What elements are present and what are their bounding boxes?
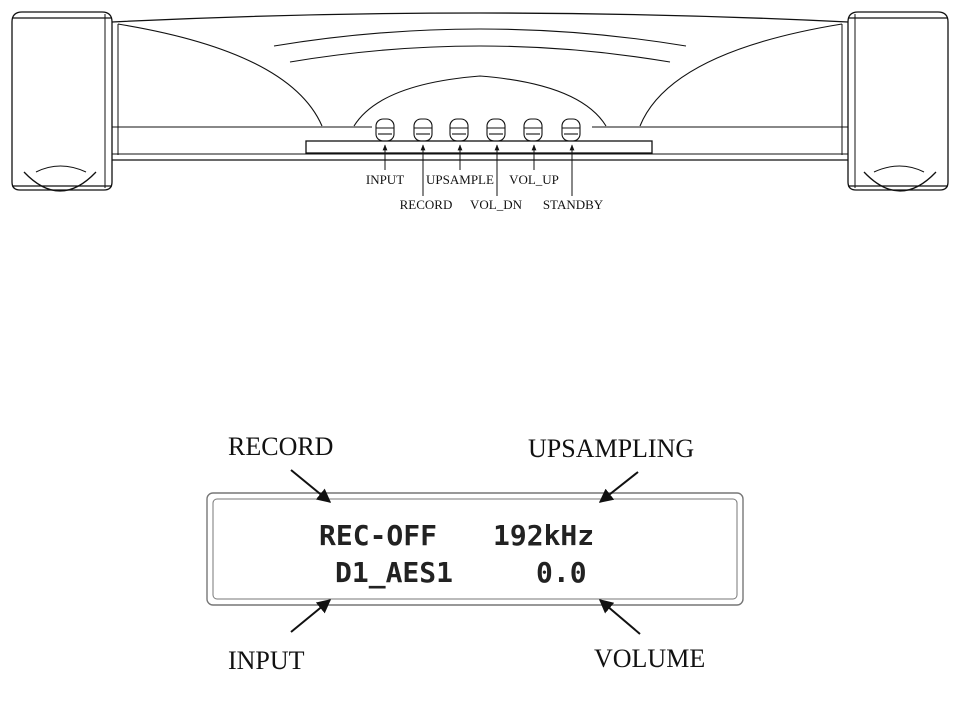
button-strip [305,140,653,154]
vol-dn-button[interactable] [486,118,506,142]
callout-record: RECORD [228,432,333,461]
lcd-volume: 0.0 [536,556,587,589]
front-face-curves [117,23,843,127]
label-input: INPUT [366,172,404,187]
arrow-upsampling [598,471,639,503]
arrow-volume [598,599,641,635]
lcd-panel [206,492,744,606]
callout-volume: VOLUME [594,644,705,673]
label-standby: STANDBY [543,197,604,212]
input-button[interactable] [375,118,395,142]
callout-input: INPUT [228,646,305,675]
label-vol-dn: VOL_DN [470,197,523,212]
left-end-cap [11,11,113,192]
vol-up-button[interactable] [523,118,543,142]
lcd-sample-rate: 192kHz [493,519,594,552]
callout-arrows [290,469,641,635]
callout-upsampling: UPSAMPLING [528,434,694,463]
chassis [111,12,849,161]
button-leaders [382,144,575,196]
panel-buttons [375,118,581,142]
lcd-input-name: D1_AES1 [335,556,453,589]
arrow-record [290,469,332,503]
front-panel [11,11,949,196]
label-upsample: UPSAMPLE [426,172,494,187]
button-labels: INPUT RECORD UPSAMPLE VOL_DN VOL_UP STAN… [366,172,604,212]
label-vol-up: VOL_UP [509,172,559,187]
right-end-cap [847,11,949,192]
arrow-input [290,599,332,633]
label-record: RECORD [400,197,453,212]
record-button[interactable] [413,118,433,142]
display-diagram: REC-OFF 192kHz D1_AES1 0.0 RECORD UPSAMP… [206,432,744,675]
upsample-button[interactable] [449,118,469,142]
lcd-record-status: REC-OFF [319,519,437,552]
standby-button[interactable] [561,118,581,142]
